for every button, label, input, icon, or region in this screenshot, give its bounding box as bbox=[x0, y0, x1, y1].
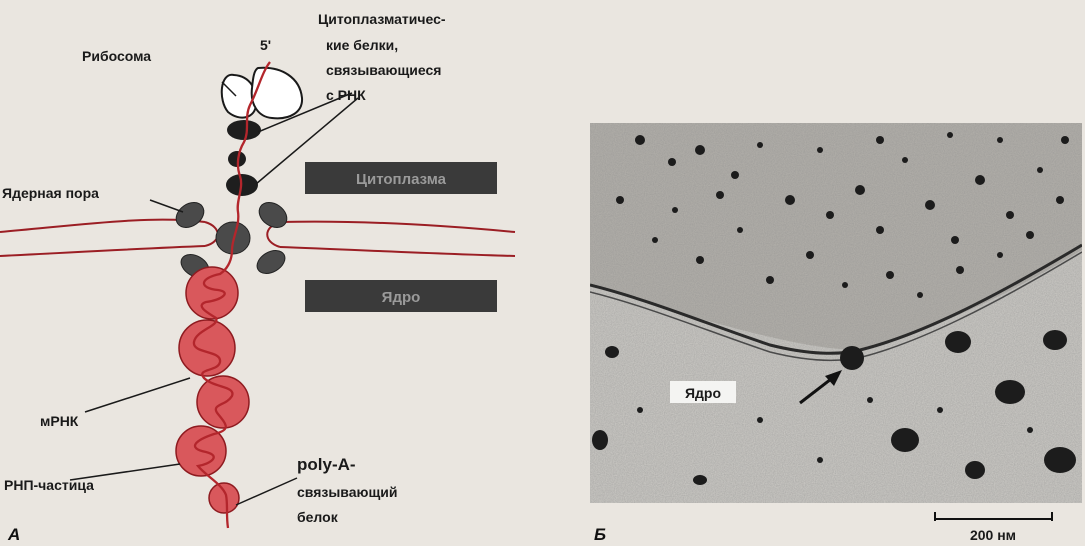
rnp-particles bbox=[176, 267, 249, 513]
pore-subunit bbox=[253, 246, 289, 278]
cytoplasm-bar-label: Цитоплазма bbox=[356, 171, 447, 188]
panel-a-letter: A bbox=[7, 525, 20, 544]
protein-blob bbox=[227, 120, 261, 140]
micrograph-nucleus-label: Ядро bbox=[685, 385, 721, 401]
label-cytoplasmic-proteins-3: связывающиеся bbox=[326, 62, 441, 78]
poly-a-binding-protein bbox=[209, 483, 239, 513]
label-nuclear-pore: Ядерная пора bbox=[2, 185, 99, 201]
label-five-prime: 5' bbox=[260, 37, 271, 53]
label-poly-a-1: poly-A- bbox=[297, 455, 356, 474]
label-rnp-particle: РНП-частица bbox=[4, 477, 94, 493]
pore-subunit bbox=[254, 197, 291, 232]
leader-nuclear-pore bbox=[150, 200, 183, 212]
panel-a-diagram: Цитоплазма Ядро bbox=[0, 11, 515, 544]
scale-bar-label: 200 нм bbox=[970, 527, 1016, 543]
panel-b-letter: Б bbox=[594, 525, 606, 544]
label-cytoplasmic-proteins-4: с РНК bbox=[326, 87, 366, 103]
scale-bar bbox=[935, 512, 1052, 521]
cytoplasmic-rna-binding-proteins bbox=[226, 120, 261, 196]
micrograph-grain bbox=[590, 123, 1082, 503]
panel-b-micrograph: Ядро bbox=[590, 123, 1082, 503]
rnp-particle bbox=[186, 267, 238, 319]
nucleus-bar-label: Ядро bbox=[382, 289, 421, 306]
label-cytoplasmic-proteins-2: кие белки, bbox=[326, 37, 398, 53]
label-cytoplasmic-proteins-1: Цитоплазматичес- bbox=[318, 11, 446, 27]
label-ribosome: Рибосома bbox=[82, 48, 151, 64]
label-poly-a-3: белок bbox=[297, 509, 339, 525]
label-mrna: мРНК bbox=[40, 413, 79, 429]
nuclear-envelope-right bbox=[267, 222, 515, 256]
pore-subunit bbox=[171, 197, 208, 232]
label-poly-a-2: связывающий bbox=[297, 484, 397, 500]
leader-mrna bbox=[85, 378, 190, 412]
nuclear-pore-complex bbox=[171, 197, 291, 282]
leader-poly-a bbox=[236, 478, 297, 505]
